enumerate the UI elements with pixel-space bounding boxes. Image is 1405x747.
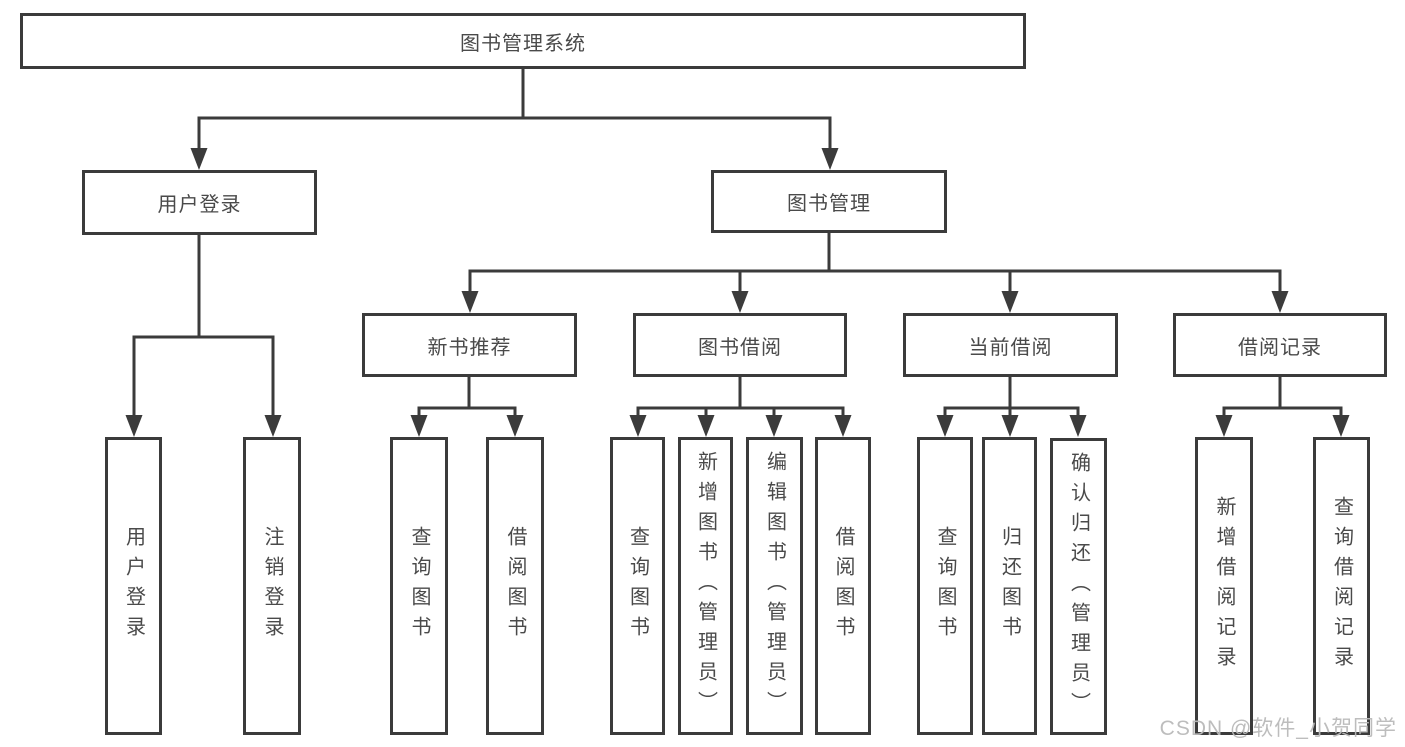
node-new-book-recommend: 新书推荐 xyxy=(362,313,577,377)
leaf-confirm-return-admin: 确认归还（管理员） xyxy=(1050,438,1107,735)
leaf-recommend-query-books: 查询图书 xyxy=(390,437,448,735)
leaf-borrow-books: 借阅图书 xyxy=(815,437,871,735)
node-current-borrow: 当前借阅 xyxy=(903,313,1118,377)
csdn-watermark: CSDN @软件_小贺同学 xyxy=(1159,717,1397,740)
leaf-add-borrow-record: 新增借阅记录 xyxy=(1195,437,1253,735)
leaf-borrow-query-books: 查询图书 xyxy=(610,437,665,735)
arrowheads xyxy=(125,148,1350,437)
node-book-management: 图书管理 xyxy=(711,170,947,233)
node-borrow-records: 借阅记录 xyxy=(1173,313,1387,377)
node-user-login: 用户登录 xyxy=(82,170,317,235)
leaf-edit-book-admin: 编辑图书（管理员） xyxy=(746,437,803,735)
node-root-system: 图书管理系统 xyxy=(20,13,1026,69)
leaf-current-query-books: 查询图书 xyxy=(917,437,973,735)
leaf-user-login: 用户登录 xyxy=(105,437,162,735)
leaf-return-books: 归还图书 xyxy=(982,437,1037,735)
leaf-query-borrow-record: 查询借阅记录 xyxy=(1313,437,1370,735)
node-book-borrow: 图书借阅 xyxy=(633,313,847,377)
leaf-add-book-admin: 新增图书（管理员） xyxy=(678,437,733,735)
leaf-logout: 注销登录 xyxy=(243,437,301,735)
leaf-recommend-borrow-books: 借阅图书 xyxy=(486,437,544,735)
